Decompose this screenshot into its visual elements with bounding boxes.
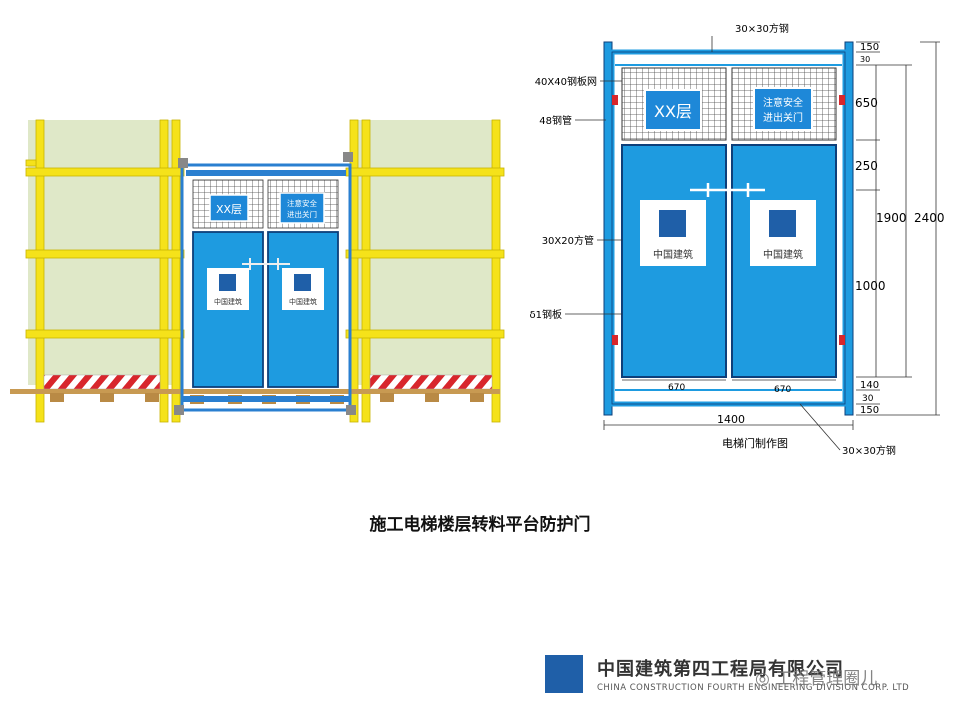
railing-left	[25, 119, 185, 423]
label-mesh: 40X40钢板网	[535, 75, 597, 88]
hinge-markers	[612, 95, 845, 345]
drawing-safety-line1: 注意安全	[763, 96, 803, 109]
watermark-text: 工程管理圈儿	[775, 669, 878, 689]
dim-650: 650	[855, 96, 878, 110]
safety-sign-line1: 注意安全	[287, 198, 317, 208]
drawing-logo-right-text: 中国建筑	[763, 248, 803, 261]
logo-board-right: 中国建筑	[282, 268, 324, 310]
floor-sign	[209, 194, 249, 222]
hazard-strip-right	[369, 374, 493, 390]
dim-250: 250	[855, 159, 878, 173]
safety-sign-line2: 进出关门	[287, 209, 317, 219]
label-steel-top: 30×30方钢	[735, 22, 789, 35]
label-pipe: 48钢管	[539, 114, 572, 127]
floor-sign-text: XX层	[216, 203, 242, 216]
drawing-safety-sign	[753, 87, 813, 131]
drawing-floor-sign	[644, 89, 702, 131]
label-plate: δ1钢板	[530, 308, 562, 321]
company-footer: 中国建筑第四工程局有限公司 CHINA CONSTRUCTION FOURTH …	[545, 655, 960, 703]
technical-drawing: XX层 注意安全 进出关门 中国建筑 中国建筑	[530, 22, 945, 457]
dim-150-top: 150	[860, 42, 879, 53]
dim-2400: 2400	[914, 211, 945, 225]
dim-30-top: 30	[860, 55, 870, 64]
logo-board-left: 中国建筑	[207, 268, 249, 310]
dim-140: 140	[860, 380, 879, 391]
door-latch	[242, 258, 290, 270]
safety-sign	[279, 192, 325, 224]
label-tube: 30X20方管	[542, 234, 594, 247]
dim-1400: 1400	[717, 413, 745, 426]
dim-150-bottom: 150	[860, 405, 879, 416]
dim-670-right: 670	[774, 385, 791, 395]
figure-caption: 施工电梯楼层转料平台防护门	[369, 515, 591, 535]
door-frame-illustration	[174, 152, 356, 415]
wechat-icon: ◎	[755, 669, 776, 689]
left-illustration: XX层 注意安全 进出关门 中国建筑 中国建筑	[10, 119, 505, 423]
drawing-safety-line2: 进出关门	[763, 111, 803, 124]
company-name-cn: 中国建筑第四工程局有限公司	[597, 659, 844, 680]
company-logo-icon	[545, 655, 583, 693]
leader-lines	[565, 36, 841, 451]
dim-670-left: 670	[668, 383, 685, 393]
drawing-title: 电梯门制作图	[722, 436, 788, 450]
logo-board-right-text: 中国建筑	[289, 297, 317, 306]
dim-30-bottom: 30	[862, 394, 874, 404]
drawing-latch	[690, 183, 765, 197]
drawing-logo-right: 中国建筑	[750, 200, 816, 266]
hazard-strip-left	[43, 374, 161, 390]
dim-1900: 1900	[876, 211, 907, 225]
drawing-logo-left: 中国建筑	[640, 200, 706, 266]
label-steel-bottom: 30×30方钢	[842, 444, 896, 457]
company-name-en: CHINA CONSTRUCTION FOURTH ENGINEERING DI…	[597, 683, 910, 693]
watermark: ◎ 工程管理圈儿	[755, 664, 877, 689]
drawing-logo-left-text: 中国建筑	[653, 248, 693, 261]
logo-board-left-text: 中国建筑	[214, 297, 242, 306]
dimension-lines	[603, 41, 940, 430]
dim-1000: 1000	[855, 279, 886, 293]
drawing-floor-sign-text: XX层	[654, 102, 692, 121]
